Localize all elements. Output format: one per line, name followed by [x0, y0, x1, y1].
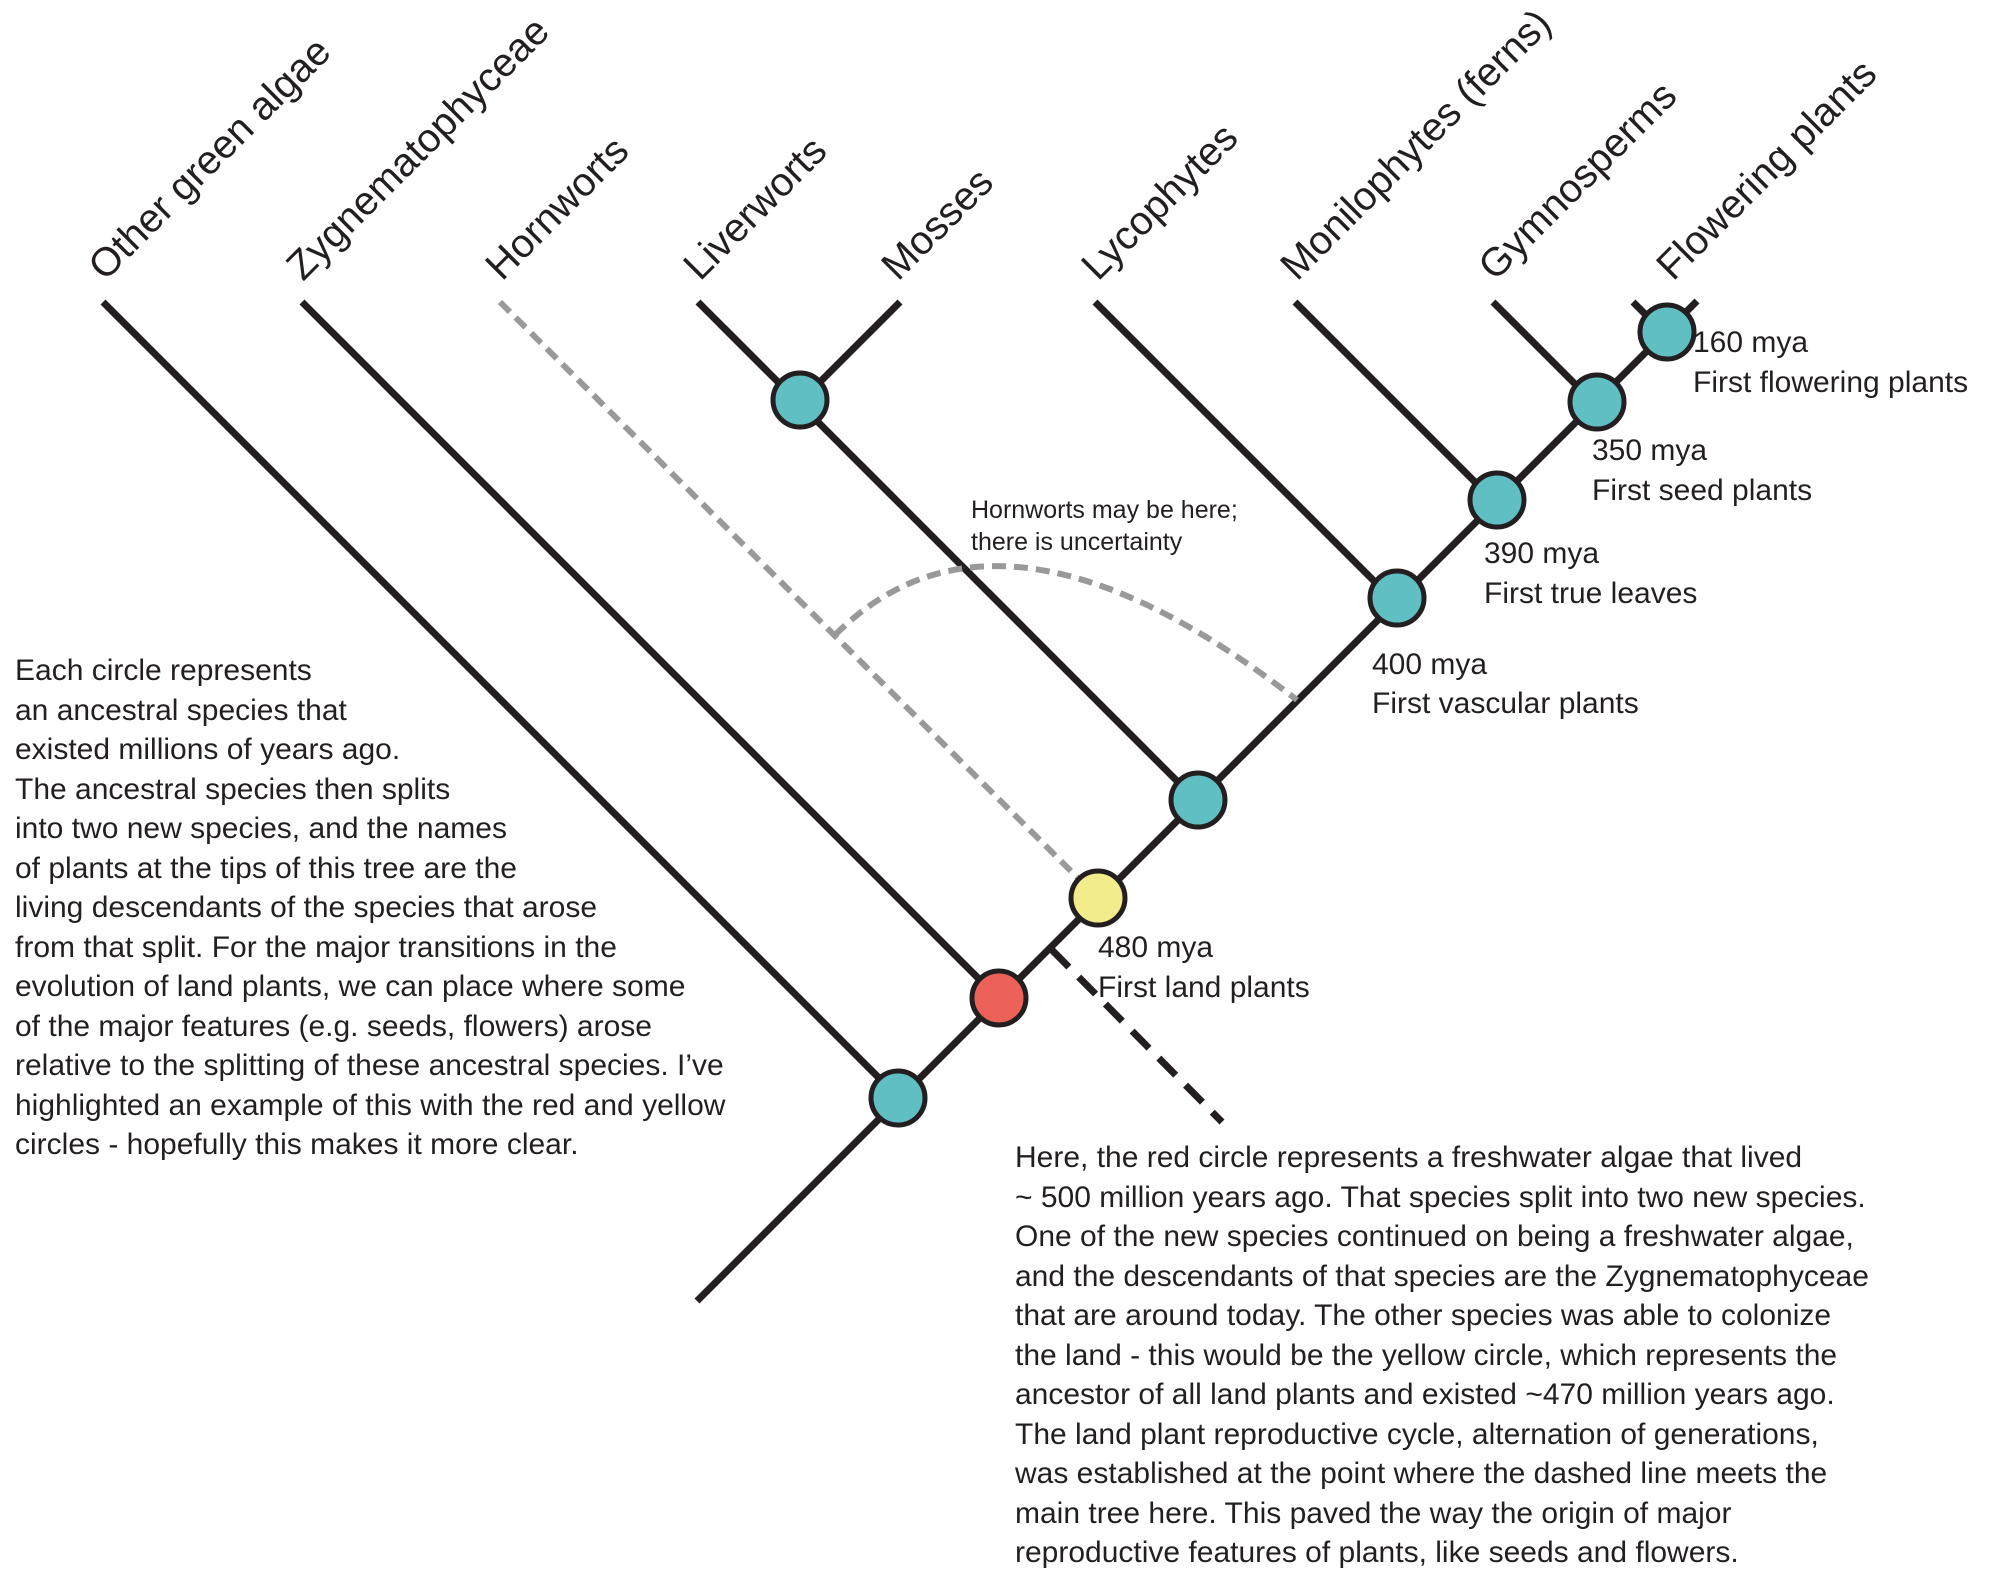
left-explanation-line: relative to the splitting of these ances… — [15, 1049, 724, 1082]
tip-labels: Other green algae Zygnematophyceae Hornw… — [80, 1, 1885, 288]
node-red-freshwater-algae — [969, 968, 1029, 1028]
vascular-age: 400 mya — [1372, 648, 1487, 681]
right-explanation-line: was established at the point where the d… — [1015, 1457, 1828, 1490]
branch-monilophytes — [1292, 299, 1500, 507]
taxon-label-flowering-plants: Flowering plants — [1648, 51, 1885, 288]
node-root — [868, 1068, 928, 1128]
hornwort-alternative-arc — [832, 563, 1299, 703]
left-explanation-line: from that split. For the major transitio… — [15, 930, 617, 964]
node-annotations: 160 mya First flowering plants 350 mya F… — [971, 326, 1968, 1004]
right-explanation-line: Here, the red circle represents a freshw… — [1015, 1141, 1803, 1174]
right-explanation-line: ~ 500 million years ago. That species sp… — [1015, 1180, 1866, 1214]
seed-age: 350 mya — [1592, 434, 1707, 467]
branch-other-green-algae — [100, 299, 900, 1099]
left-explanation-line: The ancestral species then splits — [15, 772, 451, 806]
taxon-label-mosses: Mosses — [873, 160, 1002, 289]
right-explanation-line: reproductive features of plants, like se… — [1015, 1536, 1739, 1569]
left-explanation-line: into two new species, and the names — [15, 812, 507, 845]
node-seed-plants — [1567, 372, 1627, 432]
taxon-label-liverworts: Liverworts — [675, 128, 835, 288]
flowering-age: 160 mya — [1693, 326, 1808, 359]
left-explanation: Each circle represents an ancestral spec… — [15, 651, 725, 1165]
node-true-leaves — [1467, 470, 1527, 530]
vascular-event: First vascular plants — [1372, 687, 1639, 720]
hornwort-note-line-1: Hornworts may be here; — [971, 496, 1238, 524]
flowering-event: First flowering plants — [1693, 366, 1968, 399]
left-explanation-line: of the major features (e.g. seeds, flowe… — [15, 1009, 652, 1043]
node-vascular — [1367, 568, 1427, 628]
left-explanation-line: of plants at the tips of this tree are t… — [15, 851, 517, 885]
right-explanation-line: The land plant reproductive cycle, alter… — [1015, 1417, 1819, 1451]
hornwort-uncertain-branches — [497, 299, 1299, 901]
taxon-label-lycophytes: Lycophytes — [1073, 115, 1246, 288]
hornwort-note-line-2: there is uncertainty — [971, 528, 1183, 556]
left-explanation-line: Each circle represents — [15, 654, 312, 687]
right-explanation-line: the land - this would be the yellow circ… — [1015, 1338, 1838, 1372]
left-explanation-line: living descendants of the species that a… — [15, 891, 598, 924]
right-explanation-line: ancestor of all land plants and existed … — [1015, 1378, 1835, 1411]
left-explanation-line: evolution of land plants, we can place w… — [15, 970, 686, 1003]
right-explanation-line: main tree here. This paved the way the o… — [1015, 1496, 1732, 1530]
right-explanation-line: that are around today. The other species… — [1015, 1299, 1832, 1332]
leaves-event: First true leaves — [1484, 577, 1697, 610]
leaves-age: 390 mya — [1484, 537, 1599, 570]
node-yellow-first-land-plants — [1068, 868, 1128, 928]
alternation-of-generations-pointer — [1049, 947, 1225, 1125]
node-liverworts-mosses — [770, 370, 830, 430]
seed-event: First seed plants — [1592, 474, 1812, 507]
branch-zygnematophyceae — [299, 299, 1001, 1001]
right-explanation-line: One of the new species continued on bein… — [1015, 1220, 1854, 1253]
right-explanation-line: and the descendants of that species are … — [1015, 1259, 1869, 1293]
taxon-label-hornworts: Hornworts — [477, 128, 637, 288]
land-age: 480 mya — [1098, 931, 1213, 964]
land-event: First land plants — [1098, 971, 1310, 1004]
branch-lycophytes — [1092, 299, 1400, 607]
left-explanation-line: existed millions of years ago. — [15, 733, 401, 766]
left-explanation-line: an ancestral species that — [15, 693, 347, 727]
node-bryophytes-vascular — [1168, 770, 1228, 830]
left-explanation-line: highlighted an example of this with the … — [15, 1088, 726, 1122]
right-explanation: Here, the red circle represents a freshw… — [1015, 1138, 1869, 1573]
ancestor-nodes — [770, 302, 1697, 1128]
node-flowering-plants — [1637, 302, 1697, 362]
left-explanation-line: circles - hopefully this makes it more c… — [15, 1128, 579, 1161]
branch-hornworts-dashed — [497, 299, 1101, 901]
